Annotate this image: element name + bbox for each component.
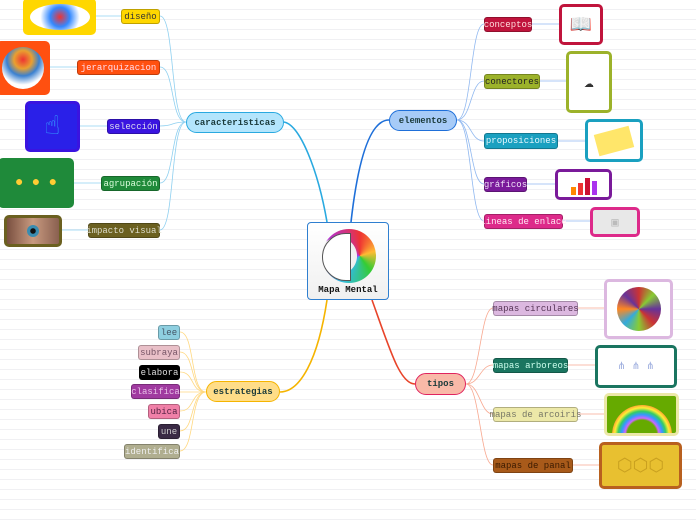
branch-elementos[interactable]: elementos [389,110,457,131]
topic-lineas-de-enlace[interactable]: lineas de enlace [480,214,567,229]
topic-agrupacion[interactable]: agrupación [101,176,160,191]
topic-graficos[interactable]: gráficos [484,177,527,192]
topic-lee[interactable]: lee [158,325,180,340]
thinking-person-image-icon: ☁ [566,51,612,113]
central-topic-title: Mapa Mental [318,285,378,295]
honeycomb-map-image-icon: ⬡⬡⬡ [599,442,682,489]
brain-image-icon [322,229,376,283]
hierarchy-image-icon [0,41,50,95]
tree-map-image-icon: ⋔ ⋔ ⋔ [595,345,677,388]
topic-mapas-circulares[interactable]: mapas circulares [492,301,579,316]
topic-jerarquizacion[interactable]: jerarquizacion [77,60,160,75]
book-image-icon: 📖 [559,4,603,45]
camera-placeholder-icon: ▣ [590,207,640,237]
topic-proposiciones[interactable]: proposiciones [484,133,558,149]
topic-conceptos[interactable]: conceptos [484,17,532,32]
topic-elabora[interactable]: elabora [139,365,180,380]
branch-caracteristicas[interactable]: caracteristicas [186,112,284,133]
selection-hand-image-icon: ☝ [25,101,80,152]
circular-map-image-icon [604,279,673,339]
topic-mapas-de-arcoiris[interactable]: mapas de arcoiris [490,407,581,422]
branch-tipos[interactable]: tipos [415,373,466,395]
topic-impacto-visual[interactable]: impacto visual [86,223,162,238]
topic-conectores[interactable]: conectores [484,74,540,89]
topic-diseno[interactable]: diseño [121,9,160,24]
topic-subraya[interactable]: subraya [138,345,180,360]
topic-seleccion[interactable]: selección [107,119,160,134]
topic-une[interactable]: une [158,424,180,439]
branch-estrategias[interactable]: estrategias [206,381,280,402]
lightbulb-image-icon [23,0,96,35]
rainbow-map-image-icon [604,393,679,436]
grouping-image-icon: ● ● ● [0,158,74,208]
eye-image-icon [4,215,62,247]
conjunctions-image-icon [585,119,643,162]
topic-mapas-arboreos[interactable]: mapas arboreos [493,358,568,373]
topic-identifica[interactable]: identifica [124,444,180,459]
central-topic[interactable]: Mapa Mental [307,222,389,300]
topic-ubica[interactable]: ubica [148,404,180,419]
bar-chart-image-icon [555,169,612,200]
topic-mapas-de-panal[interactable]: mapas de panal [493,458,573,473]
topic-clasifica[interactable]: clasifica [131,384,180,399]
